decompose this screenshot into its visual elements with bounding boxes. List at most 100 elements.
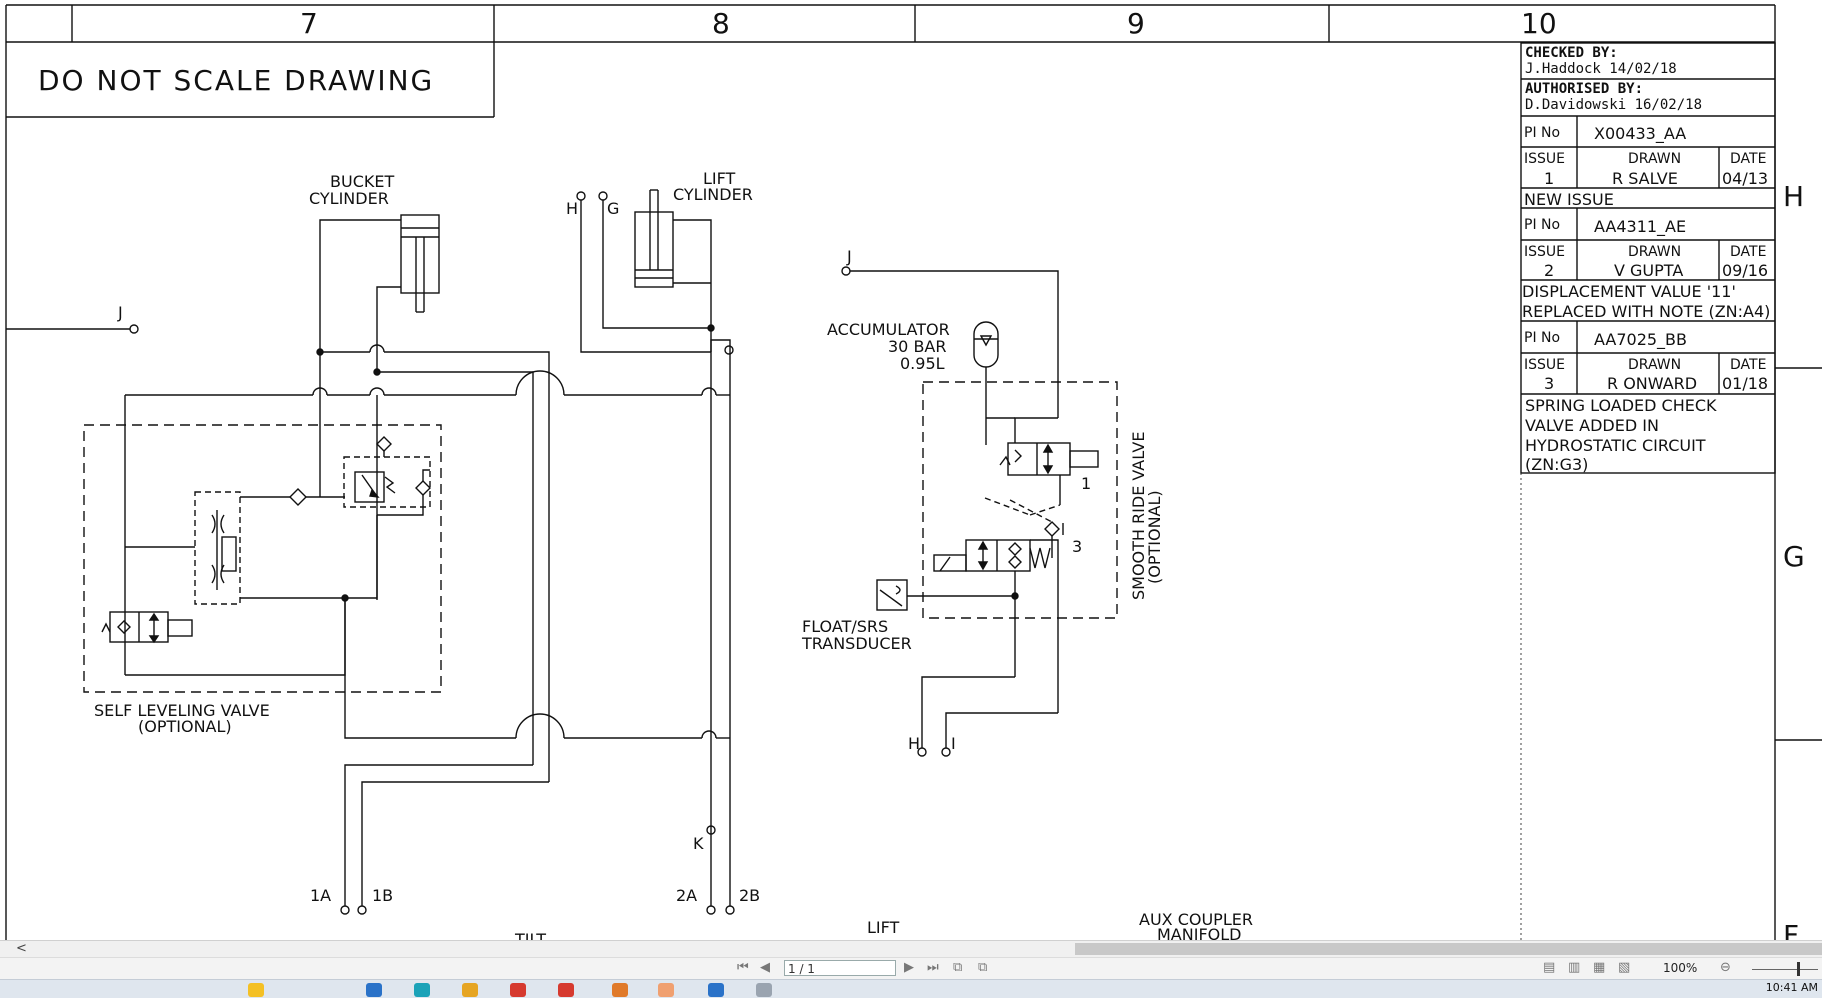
tilt-label-partial: TILT xyxy=(514,930,546,940)
port-g-top: G xyxy=(607,199,619,218)
app-icon-5[interactable] xyxy=(510,983,526,997)
port-1a: 1A xyxy=(310,886,331,905)
app-icon-3[interactable] xyxy=(414,983,430,997)
rev1-issue-label: ISSUE xyxy=(1524,151,1565,167)
port-2b: 2B xyxy=(739,886,760,905)
rev3-drawn-label: DRAWN xyxy=(1628,357,1681,373)
continuous-view-icon[interactable]: ▥ xyxy=(1568,960,1581,975)
transducer-label-2: TRANSDUCER xyxy=(801,634,912,653)
rev2-drawn: V GUPTA xyxy=(1614,261,1683,280)
rev2-desc-1: DISPLACEMENT VALUE '11' xyxy=(1522,282,1736,301)
scroll-left-arrow[interactable]: < xyxy=(16,941,27,956)
app-icon-2[interactable] xyxy=(366,983,382,997)
smooth-ride-label-2: (OPTIONAL) xyxy=(1145,490,1164,584)
rev3-desc-2: VALVE ADDED IN xyxy=(1525,416,1659,435)
app-icon-6[interactable] xyxy=(558,983,574,997)
accumulator-label-3: 0.95L xyxy=(900,354,945,373)
port-h-bottom: H xyxy=(908,734,920,753)
rev1-drawn: R SALVE xyxy=(1612,169,1678,188)
rev2-pi-no: AA4311_AE xyxy=(1594,217,1686,237)
row-marker-f: F xyxy=(1783,919,1799,940)
app-icon-7[interactable] xyxy=(612,983,628,997)
checked-by-value: J.Haddock 14/02/18 xyxy=(1525,61,1677,77)
first-page-icon[interactable]: ⏮ xyxy=(737,960,749,975)
rev2-date: 09/16 xyxy=(1722,261,1768,280)
smooth-ride-label-1: SMOOTH RIDE VALVE xyxy=(1129,432,1148,600)
column-9: 9 xyxy=(1127,7,1145,40)
rev3-desc-3: HYDROSTATIC CIRCUIT xyxy=(1525,436,1706,455)
taskbar: 10:41 AM xyxy=(0,979,1822,998)
viewer-toolbar: ⏮ ◀ 1 / 1 ▶ ⏭ ⧉ ⧉ ▤ ▥ ▦ ▧ 100% ⊖ xyxy=(0,957,1822,980)
rev2-issue-label: ISSUE xyxy=(1524,244,1565,260)
lift-cylinder-label-2: CYLINDER xyxy=(673,185,753,204)
self-leveling-label-1: SELF LEVELING VALVE xyxy=(94,701,270,720)
rev1-pi-label: PI No xyxy=(1524,125,1560,141)
document-viewport: 7 8 9 10 H G F DO NOT SCALE DRAWING CHEC… xyxy=(5,4,1822,940)
rev3-desc-4: (ZN:G3) xyxy=(1525,455,1588,474)
port-1b: 1B xyxy=(372,886,393,905)
do-not-scale-note: DO NOT SCALE DRAWING xyxy=(38,64,434,97)
accumulator-label-2: 30 BAR xyxy=(888,337,946,356)
lift-cylinder-label-1: LIFT xyxy=(703,169,736,188)
self-leveling-label-2: (OPTIONAL) xyxy=(138,717,232,736)
zoom-level[interactable]: 100% xyxy=(1663,961,1698,975)
rev3-date: 01/18 xyxy=(1722,374,1768,393)
bucket-cylinder-label-1: BUCKET xyxy=(330,172,394,191)
rev3-pi-label: PI No xyxy=(1524,330,1560,346)
rev2-date-label: DATE xyxy=(1730,244,1766,260)
port-j-right: J xyxy=(846,247,852,266)
rev2-desc-2: REPLACED WITH NOTE (ZN:A4) xyxy=(1522,302,1770,321)
rev1-date-label: DATE xyxy=(1730,151,1766,167)
rev3-pi-no: AA7025_BB xyxy=(1594,330,1687,350)
rev1-drawn-label: DRAWN xyxy=(1628,151,1681,167)
rev2-pi-label: PI No xyxy=(1524,217,1560,233)
last-page-icon[interactable]: ⏭ xyxy=(927,960,939,975)
bucket-cylinder-label-2: CYLINDER xyxy=(309,189,389,208)
page-indicator[interactable]: 1 / 1 xyxy=(784,960,896,976)
app-icon-10[interactable] xyxy=(756,983,772,997)
scroll-view-icon[interactable]: ▧ xyxy=(1618,960,1631,975)
facing-view-icon[interactable]: ▦ xyxy=(1593,960,1606,975)
copy-icon[interactable]: ⧉ xyxy=(953,960,963,975)
app-icon-4[interactable] xyxy=(462,983,478,997)
zoom-slider[interactable] xyxy=(1752,969,1818,970)
authorised-by-label: AUTHORISED BY: xyxy=(1525,81,1643,97)
authorised-by-value: D.Davidowski 16/02/18 xyxy=(1525,97,1702,113)
rev3-date-label: DATE xyxy=(1730,357,1766,373)
zoom-out-icon[interactable]: ⊖ xyxy=(1720,960,1731,975)
rev1-pi-no: X00433_AA xyxy=(1594,124,1686,144)
checked-by-label: CHECKED BY: xyxy=(1525,45,1618,61)
paste-icon[interactable]: ⧉ xyxy=(978,960,988,975)
port-j-left: J xyxy=(117,303,123,322)
rev2-issue: 2 xyxy=(1544,261,1554,280)
port-k: K xyxy=(693,834,704,853)
app-icon-1[interactable] xyxy=(248,983,264,997)
lift-label-partial: LIFT xyxy=(867,918,900,937)
rev1-date: 04/13 xyxy=(1722,169,1768,188)
app-icon-9[interactable] xyxy=(708,983,724,997)
row-marker-g: G xyxy=(1783,540,1805,573)
zoom-slider-handle[interactable] xyxy=(1797,962,1800,976)
aux-coupler-label-2: MANIFOLD xyxy=(1157,925,1241,940)
rev2-drawn-label: DRAWN xyxy=(1628,244,1681,260)
scroll-thumb[interactable] xyxy=(1075,943,1822,955)
prev-page-icon[interactable]: ◀ xyxy=(760,960,770,975)
rev3-issue-label: ISSUE xyxy=(1524,357,1565,373)
column-7: 7 xyxy=(300,7,318,40)
solenoid-1-label: 1 xyxy=(1081,474,1091,493)
port-i-bottom: I xyxy=(951,734,956,753)
page-indicator-text: 1 / 1 xyxy=(788,962,815,976)
horizontal-scrollbar[interactable]: < xyxy=(0,940,1822,958)
rev3-issue: 3 xyxy=(1544,374,1554,393)
column-8: 8 xyxy=(712,7,730,40)
taskbar-clock: 10:41 AM xyxy=(1765,981,1818,994)
port-2a: 2A xyxy=(676,886,697,905)
single-page-view-icon[interactable]: ▤ xyxy=(1543,960,1556,975)
next-page-icon[interactable]: ▶ xyxy=(904,960,914,975)
app-icon-8[interactable] xyxy=(658,983,674,997)
aux-coupler-label-1: AUX COUPLER xyxy=(1139,910,1253,929)
transducer-label-1: FLOAT/SRS xyxy=(802,617,888,636)
rev1-issue: 1 xyxy=(1544,169,1554,188)
port-h-top: H xyxy=(566,199,578,218)
rev3-drawn: R ONWARD xyxy=(1607,374,1697,393)
